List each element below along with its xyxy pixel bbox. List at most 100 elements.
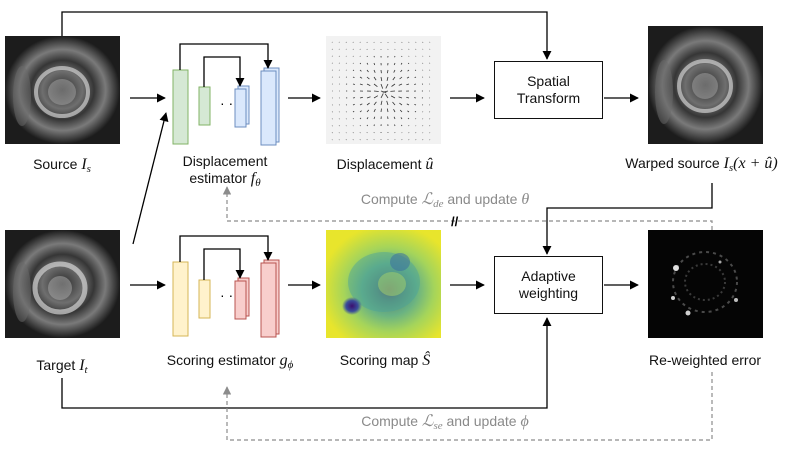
displacement-vector (392, 101, 396, 106)
displacement-vector (373, 101, 377, 106)
displacement-vector (414, 110, 417, 113)
feedback-de-label: Compute ℒde and update θ (360, 191, 530, 210)
adaptive-weighting-line1: Adaptive (521, 268, 576, 284)
displacement-vector (366, 76, 370, 80)
arrow-warped-to-adaptive (542, 183, 713, 255)
displacement-vector (385, 83, 389, 89)
scoring-estimator-network: · · (172, 235, 280, 338)
displacement-vector (373, 83, 378, 88)
dashed-feedback-arrows (222, 186, 713, 441)
displacement-vector (359, 117, 362, 120)
displacement-vector (366, 124, 368, 127)
adaptive-weighting-line2: weighting (518, 285, 579, 301)
enc-block-1 (172, 69, 189, 145)
displacement-vector (392, 76, 396, 81)
spatial-transform-box: Spatial Transform (494, 61, 603, 119)
displacement-vector (393, 69, 396, 73)
displacement-vector (393, 116, 396, 120)
displacement-vector (399, 102, 403, 106)
scoring-map-label: Scoring map Ŝ (339, 352, 431, 369)
target-label: Target It (36, 357, 88, 376)
displacement-vector (366, 62, 369, 65)
displacement-vector (373, 69, 376, 73)
displacement-field-image (326, 36, 441, 144)
ellipsis: · · (220, 95, 233, 111)
arrow-source-to-spatial (61, 11, 552, 60)
displacement-vector (387, 69, 389, 74)
warped-source-label: Warped source Is(x + û) (625, 155, 778, 174)
ellipsis: · · (220, 287, 233, 303)
displacement-vector (414, 76, 417, 79)
displacement-vector (400, 117, 403, 120)
displacement-vector (380, 83, 384, 89)
skip-inner (203, 56, 245, 87)
enc-block-1 (172, 261, 189, 337)
displacement-vector (399, 76, 403, 80)
feedback-de (222, 186, 713, 230)
displacement-vector (398, 83, 403, 86)
target-image (5, 230, 120, 338)
skip-inner (203, 248, 245, 280)
displacement-vector (414, 69, 417, 71)
displacement-vector (359, 125, 361, 127)
scoring-estimator-label: Scoring estimator gϕ (166, 352, 294, 371)
displacement-vector (398, 96, 403, 99)
feedback-se (222, 372, 713, 441)
displacement-vector (406, 103, 410, 106)
displacement-estimator-network: · · (172, 43, 280, 146)
reweighted-error-image (648, 230, 763, 338)
scoring-map-image (326, 230, 441, 338)
source-image (5, 36, 120, 144)
displacement-vector (393, 109, 396, 113)
displacement-vector (382, 90, 389, 93)
displacement-vector (373, 95, 379, 99)
displacement-vector (400, 69, 403, 73)
feedback-se-label: Compute ℒse and update ϕ (361, 413, 529, 432)
displacement-vector (399, 109, 403, 113)
displacement-vector (373, 62, 376, 66)
displacement-vector (407, 110, 410, 113)
displacement-vector (414, 83, 417, 85)
displacement-vector (359, 103, 363, 106)
dec-block-2 (234, 280, 247, 320)
displacement-vector (352, 76, 355, 79)
skip-outer (179, 235, 273, 262)
displacement-vector (359, 96, 363, 99)
reweighted-error-label: Re-weighted error (648, 352, 762, 368)
displacement-vector (359, 69, 362, 72)
displacement-vector (352, 103, 355, 106)
displacement-vector (366, 69, 369, 73)
displacement-vector (352, 62, 354, 64)
displacement-vector (352, 83, 356, 85)
displacement-vector (359, 110, 362, 113)
spatial-transform-line2: Transform (516, 90, 581, 106)
displacement-vector (415, 118, 417, 120)
displacement-vector (386, 108, 389, 113)
displacement-vector (391, 83, 396, 87)
displacement-vector (386, 76, 389, 81)
displacement-vector (407, 69, 410, 72)
displacement-vector (380, 108, 382, 113)
displacement-vector (407, 117, 410, 120)
displacement-vector (386, 100, 389, 106)
displacement-label: Displacement û (336, 156, 434, 173)
displacement-vector (359, 83, 363, 86)
displacement-vector (380, 76, 383, 82)
displacement-estimator-label: Displacement estimator fθ (182, 153, 268, 189)
displacement-vector (373, 76, 377, 81)
displacement-vector (384, 93, 389, 99)
skip-outer (179, 43, 273, 70)
arrow-target-to-disp-est (132, 112, 169, 245)
displacement-vector (366, 109, 370, 113)
displacement-vector (380, 93, 384, 99)
displacement-vector (393, 62, 396, 66)
dec-block-1 (260, 262, 277, 338)
spatial-transform-line1: Spatial (527, 73, 570, 89)
displacement-vector (390, 95, 396, 99)
enc-block-2 (198, 86, 211, 126)
arrow-target-to-adaptive (61, 317, 552, 409)
source-label: Source Is (33, 156, 91, 175)
dec-block-1 (260, 70, 277, 146)
displacement-vector (406, 76, 410, 79)
